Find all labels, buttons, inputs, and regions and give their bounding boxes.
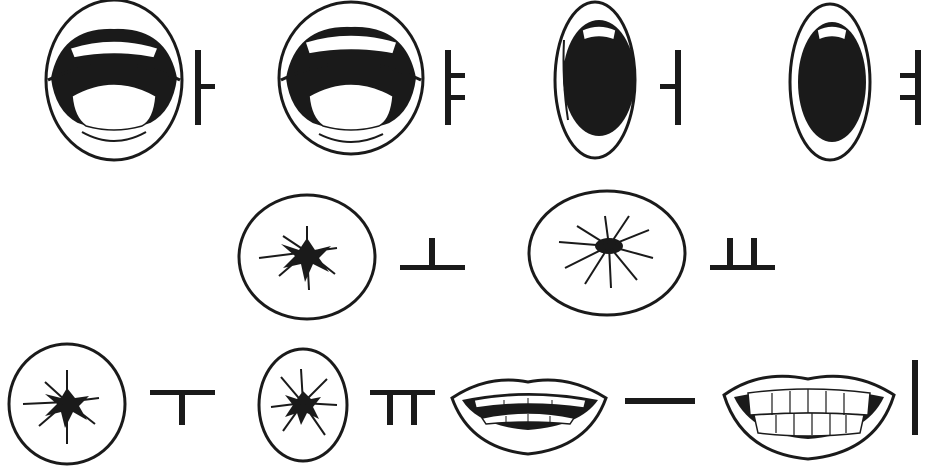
jamo-label: ㅓ [0, 0, 1, 1]
jamo-yeo-icon [895, 45, 925, 130]
jamo-a-icon [190, 45, 220, 130]
jamo-u-icon [145, 385, 220, 430]
jamo-ya-glyph [440, 45, 470, 130]
vowel-yu [255, 345, 355, 465]
mouth-rounded-icon [525, 188, 695, 323]
mouth-tall-open-icon [550, 0, 640, 165]
jamo-a-glyph [190, 45, 220, 130]
jamo-label: ㅠ [0, 0, 1, 1]
mouth-rounded-icon [5, 338, 135, 468]
jamo-label: ㅜ [0, 0, 1, 1]
jamo-eu-icon [622, 392, 697, 412]
mouth-spread-icon [720, 365, 900, 465]
jamo-u-glyph [145, 385, 220, 430]
mouth-rounded-icon [235, 192, 380, 322]
jamo-yu-icon [365, 385, 440, 430]
jamo-label: ㅕ [0, 0, 1, 1]
jamo-label: ㅛ [0, 0, 1, 1]
vowel-o [235, 192, 380, 322]
jamo-yo-glyph [705, 230, 780, 275]
jamo-i-glyph [905, 355, 925, 440]
mouth-spread-icon [448, 368, 613, 463]
jamo-o-icon [395, 230, 470, 275]
jamo-yeo-glyph [895, 45, 925, 130]
jamo-eu-glyph [622, 392, 697, 412]
vowel-i [720, 365, 900, 465]
vowel-yeo [787, 0, 877, 165]
vowel-eo [550, 0, 640, 165]
mouth-rounded-icon [255, 345, 355, 465]
jamo-eo-glyph [655, 45, 685, 130]
jamo-yo-icon [705, 230, 780, 275]
jamo-eo-icon [655, 45, 685, 130]
jamo-label: ㅗ [0, 0, 1, 1]
vowel-u [5, 338, 135, 468]
jamo-yu-glyph [365, 385, 440, 430]
jamo-ya-icon [440, 45, 470, 130]
vowel-eu [448, 368, 613, 463]
jamo-i-icon [905, 355, 925, 440]
vowel-yo [525, 188, 695, 323]
jamo-label: ㅣ [0, 0, 1, 1]
jamo-label: ㅑ [0, 0, 1, 1]
mouth-tall-open-icon [787, 0, 877, 165]
jamo-o-glyph [395, 230, 470, 275]
jamo-label: ㅡ [0, 0, 1, 1]
